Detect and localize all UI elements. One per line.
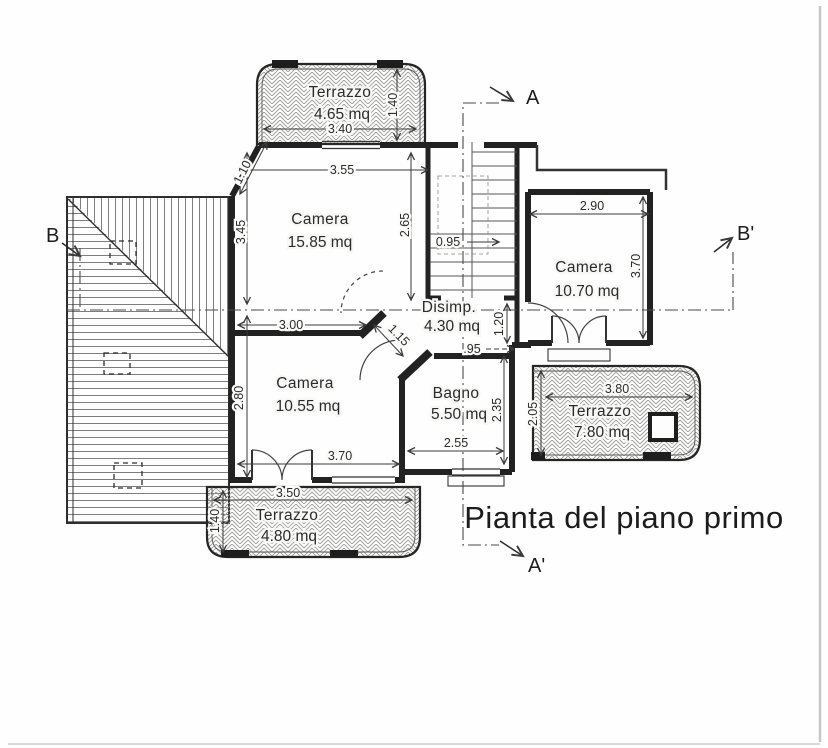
terrace-south-parapet bbox=[205, 485, 422, 559]
french-door-arcs-camera-sw bbox=[251, 449, 313, 481]
wall-diagonal-jamb-1 bbox=[357, 310, 387, 339]
dim-camera-sw-w: 3.70 bbox=[328, 449, 352, 463]
window-north bbox=[322, 140, 380, 150]
room-area-camera-sw: 10.55 mq bbox=[276, 398, 341, 415]
section-label-a-prime: A' bbox=[528, 555, 545, 577]
terrace-south-pier-2 bbox=[330, 550, 358, 557]
room-area-terrazzo-n: 4.65 mq bbox=[314, 106, 370, 123]
room-label-bagno: Bagno bbox=[433, 385, 480, 402]
windows bbox=[322, 140, 611, 487]
dim-terrazzo-s-d: 1.40 bbox=[208, 509, 222, 533]
terrace-south-parapet-inner bbox=[211, 487, 416, 553]
door-arc-camera-east bbox=[527, 302, 569, 344]
dimline-diagonal bbox=[373, 323, 404, 358]
room-label-camera-e: Camera bbox=[555, 259, 613, 276]
dim-camera-nw-bottom: 3.00 bbox=[279, 318, 303, 332]
dim-camera-sw-h: 2.80 bbox=[232, 386, 246, 410]
sill-camera-east bbox=[547, 348, 611, 362]
room-area-terrazzo-s: 4.80 mq bbox=[261, 528, 317, 545]
roof-chimney-2 bbox=[103, 352, 131, 375]
dim-terrazzo-n-d: 1.40 bbox=[386, 93, 400, 117]
terrace-north-pier-2 bbox=[377, 60, 403, 68]
section-label-b-prime: B' bbox=[737, 223, 754, 245]
section-arrow-b bbox=[61, 242, 82, 258]
room-label-terrazzo-s: Terrazzo bbox=[256, 507, 319, 524]
room-label-disimpegno: Disimp. bbox=[422, 299, 476, 316]
dim-bagno-h: 2.35 bbox=[490, 398, 504, 422]
section-arrow-b-prime bbox=[713, 236, 734, 253]
terrace-east-pier-2 bbox=[643, 452, 671, 460]
dim-door: 1.20 bbox=[492, 312, 506, 336]
room-area-bagno: 5.50 mq bbox=[431, 406, 487, 423]
terrace-north-parapet-inner bbox=[261, 68, 421, 144]
dim-passage: .95 bbox=[463, 342, 480, 356]
room-labels: Camera 15.85 mq Camera 10.70 mq Camera 1… bbox=[253, 82, 633, 548]
doors bbox=[251, 270, 607, 481]
dimension-lines bbox=[212, 68, 694, 554]
door-arc-camera-nw bbox=[340, 270, 384, 314]
room-area-disimpegno: 4.30 mq bbox=[424, 318, 480, 335]
room-area-camera-e: 10.70 mq bbox=[555, 283, 620, 300]
terrace-south-pier-1 bbox=[221, 550, 249, 557]
scan-edge-artifacts bbox=[8, 6, 822, 745]
terrace-north-parapet bbox=[255, 62, 427, 146]
dim-bagno-w: 2.55 bbox=[444, 436, 468, 450]
stair-treads bbox=[430, 151, 517, 291]
sill-bagno bbox=[447, 475, 505, 487]
terrace-east-pier-1 bbox=[531, 452, 545, 460]
window-camera-sw bbox=[332, 476, 395, 484]
french-door-arcs-camera-east bbox=[551, 315, 607, 344]
dim-camera-nw-h: 3.45 bbox=[234, 220, 248, 244]
roof-chimney-1 bbox=[109, 240, 137, 265]
room-area-camera-nw: 15.85 mq bbox=[288, 234, 353, 251]
wall-diagonal-jamb-2 bbox=[397, 349, 433, 383]
dim-terrazzo-s-w: 3.50 bbox=[276, 486, 300, 500]
section-arrow-a-prime bbox=[499, 540, 525, 558]
wall-east-wing-outer bbox=[535, 145, 668, 190]
terrace-south bbox=[205, 485, 422, 559]
terrace-east bbox=[531, 364, 702, 462]
section-line-bb bbox=[67, 248, 734, 311]
dim-camera-e-h: 3.70 bbox=[629, 254, 643, 278]
section-line-aa bbox=[462, 102, 499, 546]
section-lines: A A' B B' bbox=[46, 86, 754, 577]
room-label-camera-sw: Camera bbox=[276, 375, 334, 392]
room-label-terrazzo-n: Terrazzo bbox=[309, 84, 372, 101]
dim-stair-width: 0.95 bbox=[436, 235, 460, 249]
room-label-terrazzo-e: Terrazzo bbox=[569, 403, 632, 420]
dim-stair-depth: 2.65 bbox=[398, 213, 412, 237]
stairs bbox=[430, 142, 517, 298]
dim-terrazzo-e-d: 2.05 bbox=[526, 402, 540, 426]
section-arrow-a bbox=[489, 86, 515, 103]
terrace-east-pillar bbox=[648, 412, 678, 442]
roof-area bbox=[66, 196, 230, 524]
window-bagno bbox=[452, 468, 500, 476]
dim-diagonal: 1.15 bbox=[385, 322, 412, 349]
roof-hatch-horizontal bbox=[68, 197, 229, 523]
section-label-b: B bbox=[46, 225, 59, 247]
dim-camera-e-w: 2.90 bbox=[580, 199, 604, 213]
wall-camera-east bbox=[525, 189, 653, 346]
room-area-terrazzo-e: 7.80 mq bbox=[574, 424, 630, 441]
room-label-camera-nw: Camera bbox=[291, 211, 349, 228]
french-door-leaves-camera-east bbox=[551, 316, 607, 343]
roof-ridge-diagonal bbox=[67, 198, 230, 358]
dim-terrazzo-e-w: 3.80 bbox=[605, 382, 629, 396]
dim-camera-nw-w: 3.55 bbox=[330, 163, 354, 177]
terrace-north-pier-1 bbox=[272, 60, 298, 68]
terrace-east-parapet-inner bbox=[533, 370, 696, 456]
dim-terrazzo-n-w: 3.40 bbox=[328, 122, 352, 136]
terrace-north bbox=[255, 60, 427, 146]
page-title: Pianta del piano primo bbox=[464, 500, 783, 535]
roof-chimney-3 bbox=[113, 462, 143, 489]
section-label-a: A bbox=[526, 87, 540, 109]
